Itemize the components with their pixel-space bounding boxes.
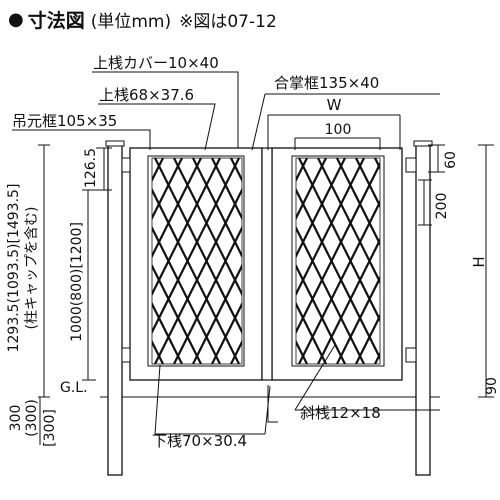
buried-300-alt2: [300] (42, 409, 58, 447)
total-height-note: (柱キャップを含む) (24, 207, 40, 330)
title-unit: (単位mm) (90, 12, 172, 32)
lattice-bar (421, 158, 500, 364)
hinge-post-label: 吊元框105×35 (12, 112, 117, 130)
buried-300-label: 300 (8, 405, 24, 432)
right-dimensions (418, 144, 494, 398)
upper-rail-cover-label: 上桟カバー10×40 (93, 54, 219, 72)
diagonal-rail-label: 斜桟12×18 (300, 404, 381, 422)
lattice-bar (152, 158, 183, 221)
upper-rail-label: 上桟68×37.6 (99, 86, 194, 104)
hinge-top-right (405, 157, 417, 173)
lattice-bar (432, 158, 500, 364)
lower-rail-label: 下桟70×30.4 (152, 432, 247, 450)
buried-300-alt1: (300) (24, 399, 40, 437)
hinge-bottom-left (121, 347, 131, 363)
lattice-bar (173, 225, 242, 364)
width-dimension (267, 114, 401, 150)
width-label: W (327, 96, 342, 114)
title-note: ※図は07-12 (179, 12, 277, 32)
lattice-bar (298, 199, 380, 364)
panel-height-label: 1000(800)[1200] (69, 222, 85, 342)
left-post-cap (105, 140, 125, 147)
diagram-title: ● 寸法図 (単位mm) ※図は07-12 (8, 6, 277, 33)
lattice-bar (296, 263, 346, 364)
dim-90-label: 90 (484, 377, 500, 395)
height-label: H (470, 256, 488, 267)
right-lattice (296, 158, 500, 364)
title-text: 寸法図 (27, 10, 85, 32)
left-dimensions (38, 144, 112, 445)
lattice-bar (296, 161, 380, 335)
lattice-bar (152, 158, 202, 259)
lattice-bar (192, 158, 242, 259)
meeting-stile-label: 合掌框135×40 (274, 74, 379, 92)
lattice-bar (152, 158, 221, 297)
lattice-bar (355, 158, 380, 209)
meeting-stile (261, 147, 273, 381)
lattice-bar (336, 158, 380, 247)
left-post (107, 144, 123, 476)
lattice-bar (152, 301, 183, 364)
left-door-leaf (129, 147, 500, 381)
lattice-bar (421, 158, 500, 364)
title-bullet: ● (8, 9, 24, 30)
hinge-top-left (121, 157, 131, 173)
lattice-bar (296, 158, 365, 297)
lattice-bar (317, 237, 380, 364)
leader-lines (12, 71, 440, 435)
lattice-bar (432, 158, 500, 364)
lattice-bar (211, 158, 242, 221)
lattice-bar (489, 158, 500, 364)
lattice-bar (211, 301, 242, 364)
left-lattice (152, 158, 500, 364)
lattice-bar (336, 275, 380, 364)
dim-60-label: 60 (443, 151, 459, 169)
lattice-bar (296, 158, 346, 259)
lattice-bar (192, 263, 242, 364)
lattice-bar (152, 263, 202, 364)
right-post (415, 144, 431, 476)
lattice-bar (489, 158, 500, 364)
lattice-bar (154, 187, 242, 364)
lattice-bar (296, 158, 327, 221)
lattice-bar (152, 158, 240, 335)
gl-label: G.L. (60, 380, 88, 396)
hinge-bottom-right (405, 347, 417, 363)
right-post-cap (413, 140, 433, 147)
total-height-label: 1293.5(1093.5)[1493.5] (6, 184, 22, 353)
width-100-label: 100 (325, 122, 352, 138)
lattice-bar (296, 301, 327, 364)
right-door-leaf (271, 147, 500, 381)
dim-200-label: 200 (434, 193, 450, 220)
dim-126-5-label: 126.5 (83, 148, 99, 188)
lattice-bar (355, 313, 380, 364)
